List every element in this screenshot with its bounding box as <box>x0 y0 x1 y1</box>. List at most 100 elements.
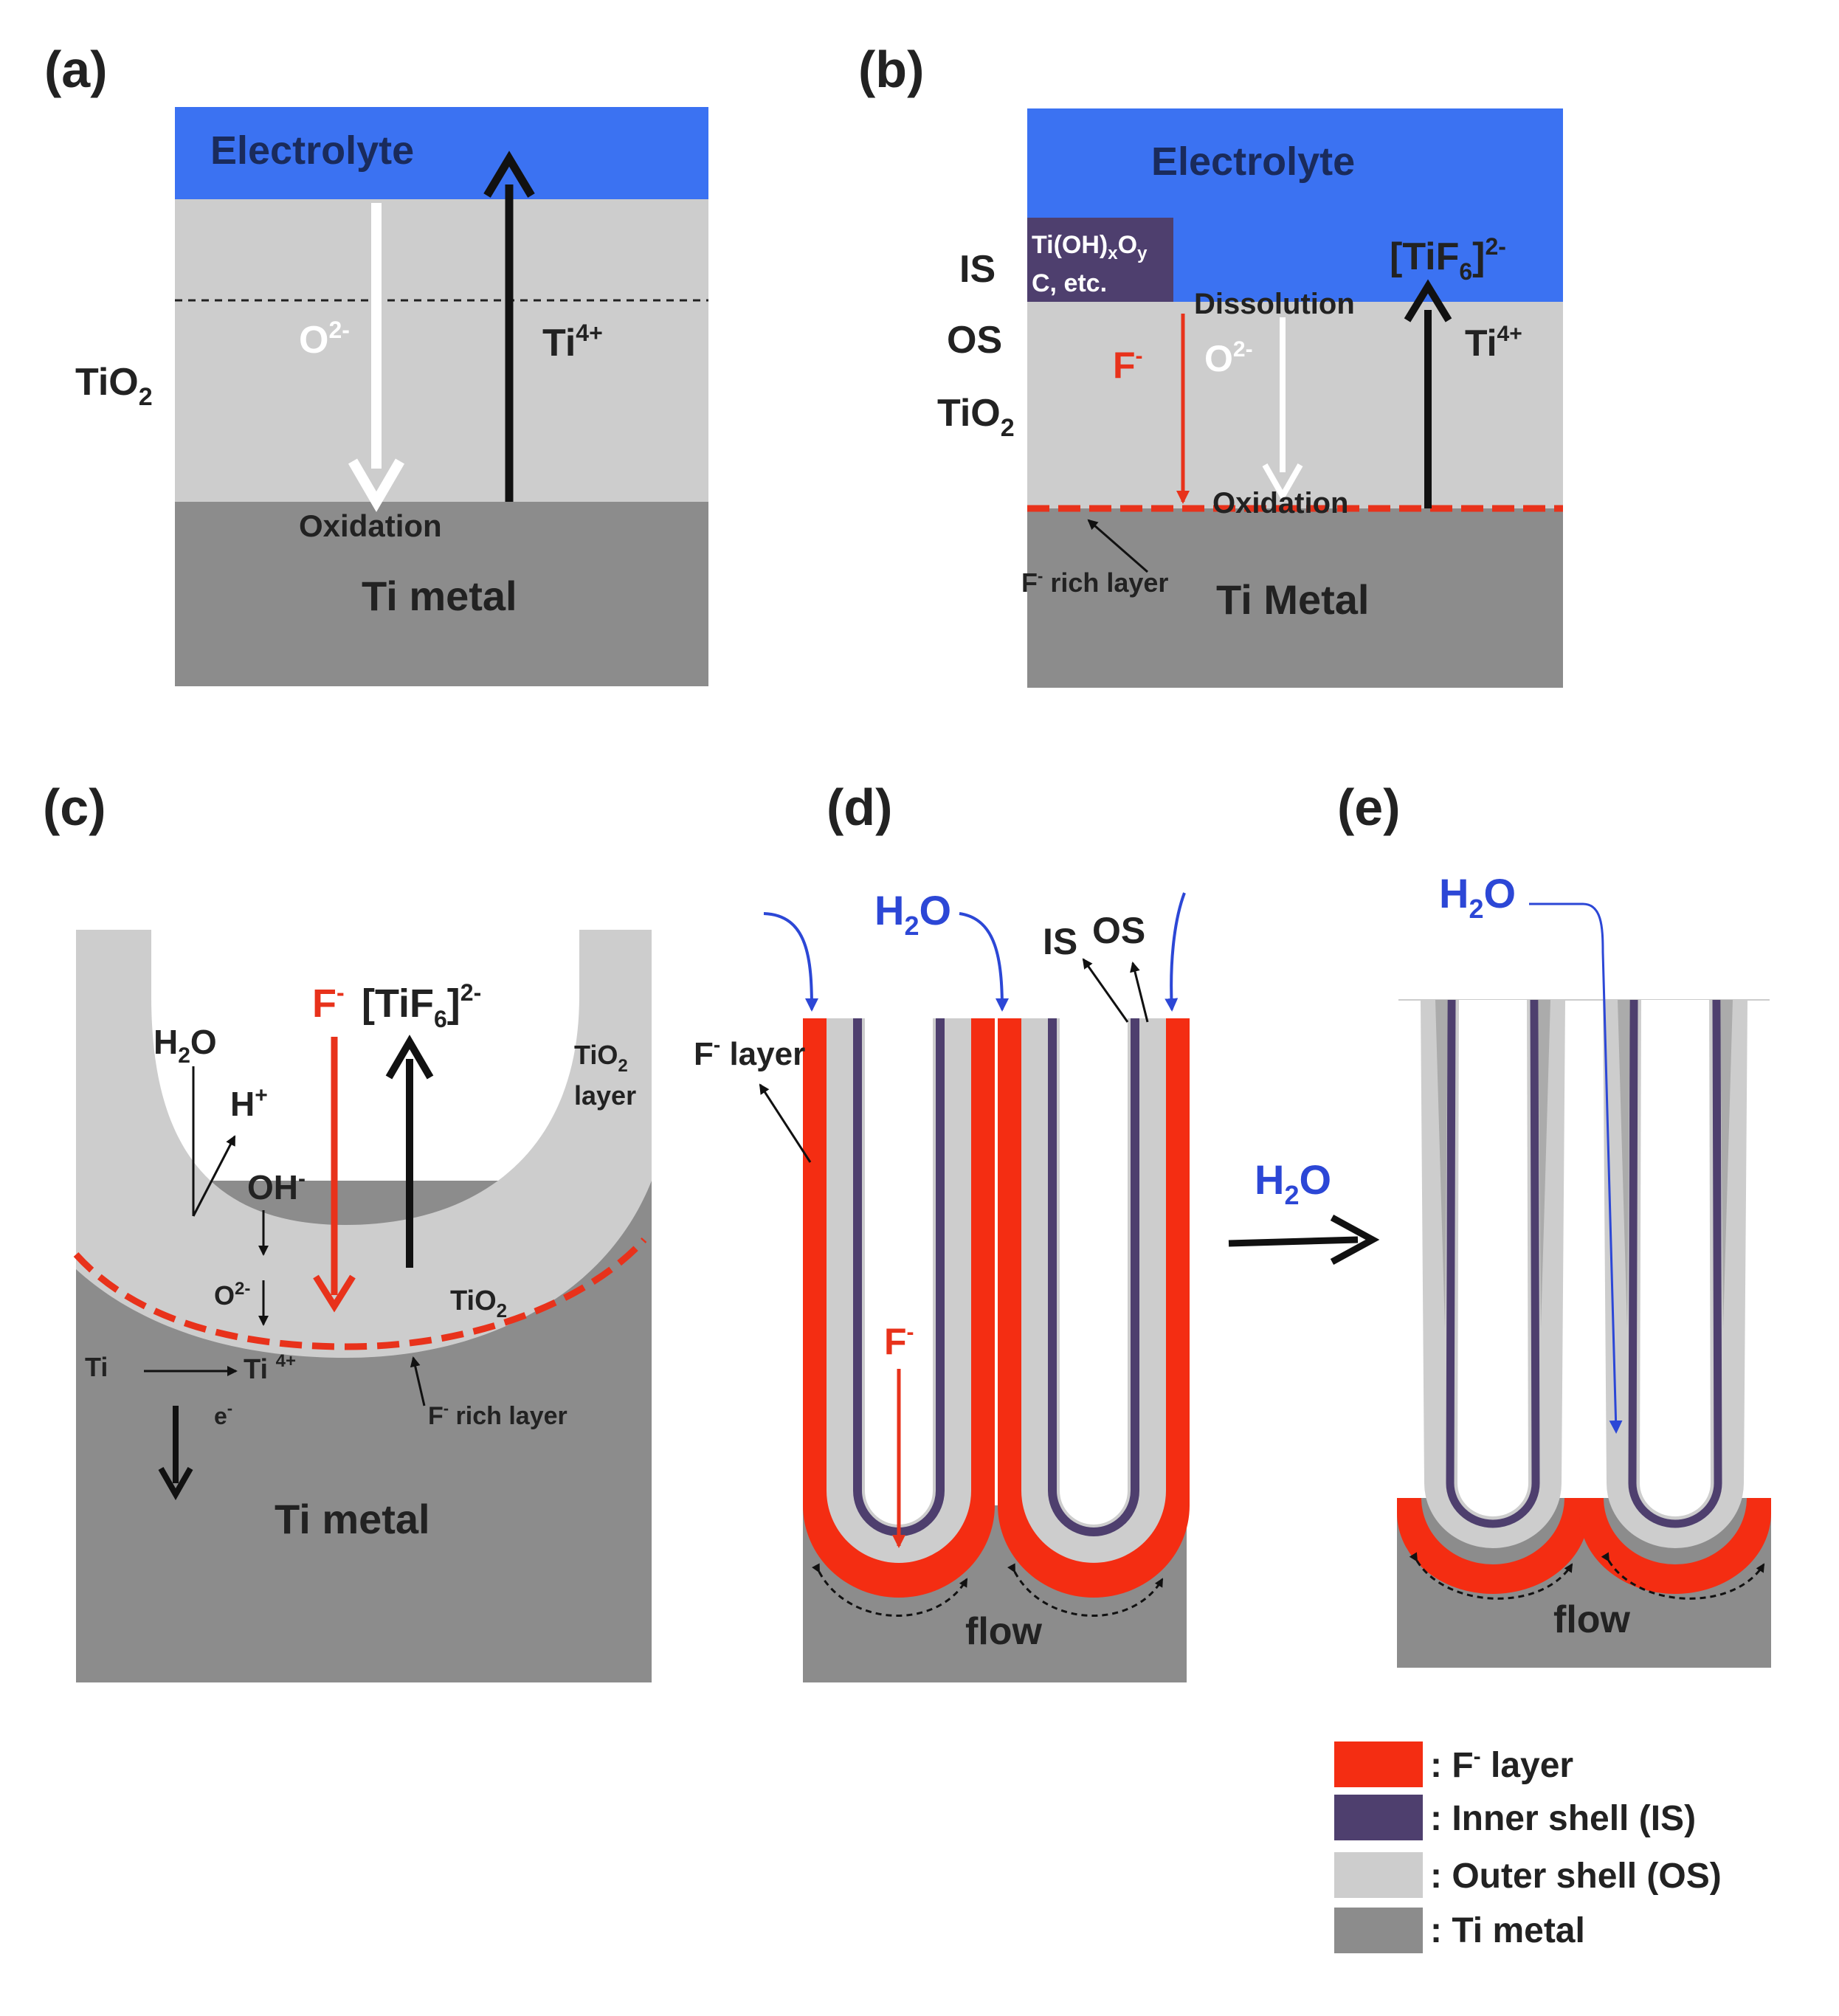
tube-taper-shade <box>1538 1000 1550 1328</box>
h2o-label: H2O <box>874 887 951 941</box>
o2-label: O2- <box>214 1279 250 1311</box>
panel-c: (c) H2O H+ OH- O2- F- [TiF6]2- TiO2 laye… <box>43 779 652 1682</box>
ti-metal-label: Ti metal <box>362 573 517 619</box>
h2o-label: H2O <box>153 1023 217 1068</box>
o2-arrow-head <box>1262 463 1303 503</box>
panel-e: (e) flow H2O <box>1337 779 1771 1668</box>
ti-metal-region <box>175 502 708 686</box>
is-label: IS <box>959 248 996 291</box>
transition: H2O <box>1228 1156 1380 1265</box>
legend-swatch-inner-shell <box>1334 1795 1423 1840</box>
is-composition-line2: C, etc. <box>1032 269 1107 297</box>
os-pointer <box>1130 962 1149 1023</box>
os-label: OS <box>1092 910 1145 951</box>
ti4-label: Ti 4+ <box>244 1351 296 1385</box>
o2-label: O2- <box>299 317 350 362</box>
f-layer-pointer <box>759 1083 812 1163</box>
tif6-label: [TiF6]2- <box>1390 233 1506 285</box>
tube-taper-shade <box>1720 1000 1733 1328</box>
panel-d-label: (d) <box>827 779 892 836</box>
pore <box>1060 1018 1128 1525</box>
flow-arrow-2 <box>1007 1563 1164 1618</box>
ti-metal-label: Ti metal <box>275 1496 430 1542</box>
inner-shell-line <box>1446 999 1540 1528</box>
tio2-label: TiO2 <box>450 1285 507 1322</box>
flow-arrow-1 <box>1409 1552 1573 1600</box>
transition-arrow-head <box>1330 1215 1380 1265</box>
h2o-arrow <box>1529 902 1623 1434</box>
h2o-label: H2O <box>1439 870 1516 924</box>
panel-a-label: (a) <box>44 41 108 98</box>
electrolyte-label: Electrolyte <box>1151 139 1355 184</box>
o2-arrow-head <box>348 458 405 512</box>
flow-label: flow <box>1553 1598 1631 1641</box>
nanotube-2 <box>998 1018 1190 1598</box>
f-rich-layer-line <box>73 1237 647 1350</box>
oh-label: OH- <box>247 1167 306 1207</box>
tio2-layer <box>76 930 652 1358</box>
oxidation-label: Oxidation <box>299 508 442 543</box>
transition-arrow-shaft <box>1228 1236 1359 1247</box>
electrolyte-region <box>175 107 708 199</box>
legend-swatch-f-layer <box>1334 1741 1423 1787</box>
tio2-layer-label-2: layer <box>574 1080 636 1111</box>
panel-b: (b) Electrolyte Ti(OH)xOy C, etc. IS OS … <box>858 41 1563 688</box>
f-label: F- <box>884 1320 914 1362</box>
ti-metal-label: Ti Metal <box>1216 576 1369 623</box>
legend-swatch-outer-shell <box>1334 1852 1423 1898</box>
legend-label-ti-metal: : Ti metal <box>1430 1911 1585 1950</box>
panel-a: (a) Electrolyte O2- Ti4+ TiO2 Oxidation … <box>44 41 708 686</box>
is-composition-line1: Ti(OH)xOy <box>1032 231 1148 263</box>
inner-shell-line <box>1628 999 1722 1528</box>
h2o-label: H2O <box>1255 1156 1331 1210</box>
pore <box>1640 1000 1711 1516</box>
pore <box>865 1018 933 1525</box>
panel-b-label: (b) <box>858 41 924 98</box>
electron-arrow-head <box>158 1467 193 1501</box>
tio2-label: TiO2 <box>937 392 1015 442</box>
legend-label-f-layer: : F- layer <box>1430 1744 1573 1785</box>
dissolution-label: Dissolution <box>1194 288 1355 320</box>
ti-metal-region <box>1027 508 1563 688</box>
f-layer-label: F- layer <box>694 1033 805 1072</box>
tio2-layer-label-1: TiO2 <box>574 1040 628 1076</box>
ti4-arrow-head <box>483 151 535 198</box>
hplus-label: H+ <box>230 1083 268 1123</box>
h2o-arrow-middle <box>959 912 1009 1012</box>
legend-swatch-ti-metal <box>1334 1908 1423 1953</box>
tif6-arrow-head <box>385 1035 434 1080</box>
f-rich-label: F- rich layer <box>428 1399 567 1430</box>
is-label: IS <box>1043 921 1077 962</box>
f-rich-label: F- rich layer <box>1021 567 1168 598</box>
ti4-label: Ti4+ <box>542 320 603 365</box>
is-pointer <box>1082 958 1129 1023</box>
panel-d: (d) flow F- H2O IS OS <box>694 779 1190 1682</box>
electrolyte-label: Electrolyte <box>210 128 414 173</box>
f-rich-pointer <box>410 1356 426 1406</box>
tio2-label: TiO2 <box>75 361 153 411</box>
f-label: F- <box>312 979 345 1026</box>
h2o-arrow-left <box>763 912 818 1012</box>
tube-taper-shade <box>1618 1000 1630 1328</box>
nanotube-1 <box>803 1018 995 1598</box>
panel-e-label: (e) <box>1337 779 1401 836</box>
h2o-arrow-right <box>1165 892 1186 1012</box>
flow-arrow-2 <box>1601 1552 1765 1600</box>
panel-c-label: (c) <box>43 779 106 836</box>
legend-label-inner-shell: : Inner shell (IS) <box>1430 1799 1696 1838</box>
flow-arrow-1 <box>811 1563 968 1618</box>
electron-label: e- <box>214 1399 232 1429</box>
os-label: OS <box>947 319 1002 362</box>
ti-label: Ti <box>85 1352 108 1382</box>
tube-taper-shade <box>1435 1000 1448 1328</box>
f-rich-pointer <box>1087 519 1148 573</box>
pore <box>1457 1000 1528 1516</box>
tif6-label: [TiF6]2- <box>362 979 481 1032</box>
flow-label: flow <box>965 1610 1043 1653</box>
hplus-arrow <box>192 1135 236 1217</box>
legend-label-outer-shell: : Outer shell (OS) <box>1430 1857 1722 1896</box>
inner-shell-box <box>1027 218 1173 302</box>
f-label: F- <box>1113 344 1143 386</box>
f-arrow-head <box>313 1274 356 1313</box>
